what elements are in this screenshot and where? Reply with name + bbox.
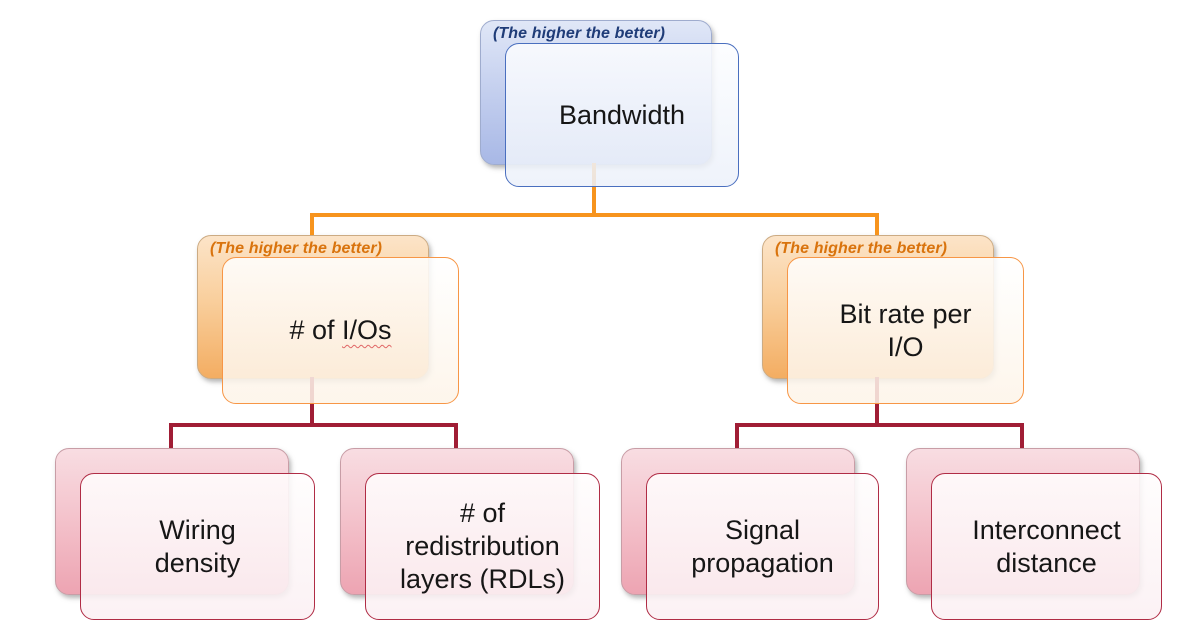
connector-root-crossbar — [310, 213, 879, 217]
connector-root-stem — [592, 163, 596, 213]
bit-rate-annotation: (The higher the better) — [775, 240, 948, 257]
bandwidth-node: Bandwidth — [505, 43, 739, 187]
rdl-label: # of redistribution layers (RDLs) — [399, 498, 566, 594]
bit-rate-label: Bit rate per I/O — [839, 298, 972, 362]
num-ios-label-text: # of — [289, 315, 343, 346]
connector-drop-wiring-density — [169, 423, 173, 448]
bandwidth-label: Bandwidth — [558, 99, 686, 130]
signal-propagation-node: Signal propagation — [646, 473, 879, 620]
num-ios-node: # of I/Os — [222, 257, 459, 404]
rdl-node: # of redistribution layers (RDLs) — [365, 473, 600, 620]
interconnect-distance-label: Interconnect distance — [972, 514, 1121, 578]
interconnect-distance-node: Interconnect distance — [931, 473, 1162, 620]
wiring-density-node: Wiring density — [80, 473, 315, 620]
num-ios-misspelled-word: I/Os — [342, 315, 392, 346]
bandwidth-annotation: (The higher the better) — [493, 25, 666, 42]
connector-drop-signal-propagation — [735, 423, 739, 448]
connector-bit-rate-crossbar — [735, 423, 1022, 427]
wiring-density-label: Wiring density — [154, 514, 241, 578]
num-ios-annotation: (The higher the better) — [210, 240, 383, 257]
num-ios-label: # of I/Os — [283, 314, 397, 347]
connector-drop-interconnect-distance — [1020, 423, 1024, 448]
connector-drop-rdl — [454, 423, 458, 448]
signal-propagation-label: Signal propagation — [691, 514, 834, 578]
bit-rate-node: Bit rate per I/O — [787, 257, 1024, 404]
connector-num-ios-crossbar — [169, 423, 458, 427]
connector-drop-num-ios — [310, 213, 314, 235]
connector-drop-bit-rate — [875, 213, 879, 235]
